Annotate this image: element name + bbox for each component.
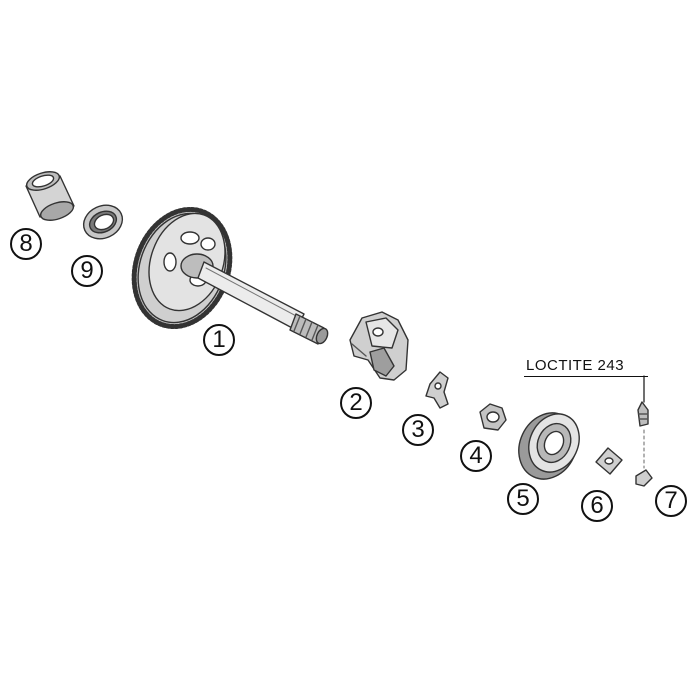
callout-6: 6: [581, 490, 613, 522]
callout-label: 6: [590, 492, 604, 519]
callout-8: 8: [10, 228, 42, 260]
part-7-bolt: [635, 375, 653, 487]
part-2-ratchet: [349, 311, 409, 381]
loctite-note: LOCTITE 243: [526, 357, 625, 374]
callout-label: 8: [19, 230, 33, 257]
callout-label: 2: [349, 389, 363, 416]
callout-label: 7: [664, 487, 678, 514]
loctite-note-underline: [524, 376, 648, 377]
part-3-pawl: [425, 371, 449, 409]
callout-1: 1: [203, 324, 235, 356]
part-1-gear-shaft: [131, 206, 329, 345]
part-8-bearing-ring: [25, 171, 75, 221]
callout-7: 7: [655, 485, 687, 517]
callout-4: 4: [460, 440, 492, 472]
callout-label: 9: [80, 257, 94, 284]
callout-3: 3: [402, 414, 434, 446]
part-6-washer-plate: [595, 447, 623, 475]
part-9-seal-ring: [82, 204, 124, 240]
callout-label: 3: [411, 416, 425, 443]
callout-label: 4: [469, 442, 483, 469]
part-5-ball-bearing: [518, 412, 580, 480]
callout-label: 5: [516, 485, 530, 512]
callout-9: 9: [71, 255, 103, 287]
callout-2: 2: [340, 387, 372, 419]
callout-label: 1: [212, 326, 226, 353]
callout-5: 5: [507, 483, 539, 515]
part-4-hex-nut: [479, 403, 507, 431]
